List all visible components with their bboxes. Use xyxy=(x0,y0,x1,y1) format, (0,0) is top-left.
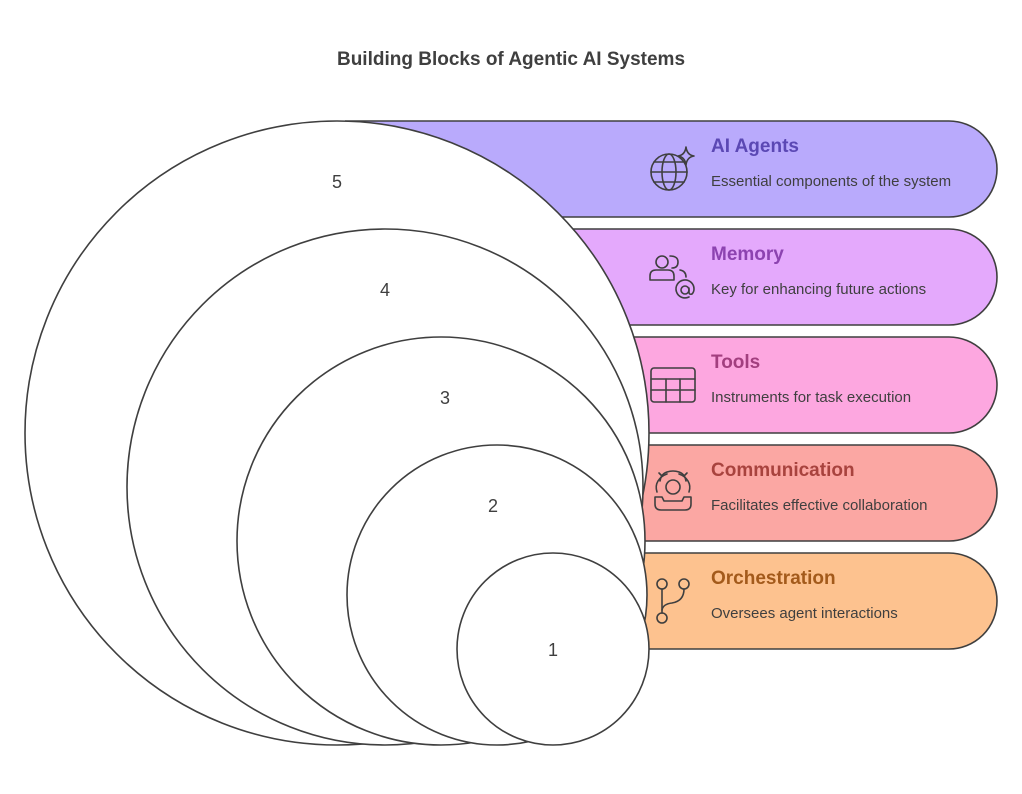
layer-number-5: 5 xyxy=(332,172,342,192)
layer-title-orchestration: Orchestration xyxy=(711,568,836,589)
layer-desc-ai-agents: Essential components of the system xyxy=(711,173,951,190)
layer-title-ai-agents: AI Agents xyxy=(711,136,799,157)
layer-number-2: 2 xyxy=(488,496,498,516)
band-orchestration xyxy=(550,552,998,650)
page-title: Building Blocks of Agentic AI Systems xyxy=(336,49,686,70)
layer-desc-tools: Instruments for task execution xyxy=(711,389,911,406)
layer-number-4: 4 xyxy=(380,280,390,300)
layer-circle-1 xyxy=(456,552,650,746)
layer-title-tools: Tools xyxy=(711,352,760,373)
layer-title-communication: Communication xyxy=(711,460,855,481)
layer-title-memory: Memory xyxy=(711,244,784,265)
layer-number-1: 1 xyxy=(548,640,558,660)
table-icon xyxy=(650,367,696,403)
layer-number-3: 3 xyxy=(440,388,450,408)
layer-desc-memory: Key for enhancing future actions xyxy=(711,281,926,298)
users-at-icon xyxy=(649,255,695,299)
layer-desc-orchestration: Oversees agent interactions xyxy=(711,605,898,622)
git-branch-icon xyxy=(656,578,690,624)
layer-desc-communication: Facilitates effective collaboration xyxy=(711,497,928,514)
user-phone-icon xyxy=(654,470,692,511)
globe-sparkle-icon xyxy=(650,146,695,191)
